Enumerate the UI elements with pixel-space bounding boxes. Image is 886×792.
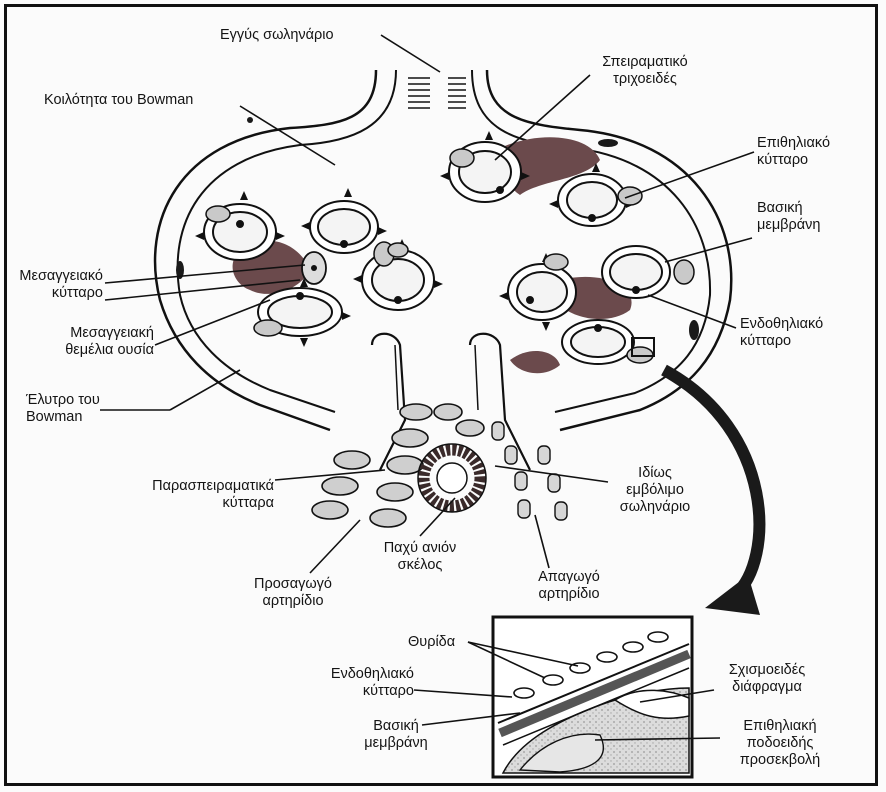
label-efferent-arteriole: Απαγωγό αρτηρίδιο — [514, 569, 624, 603]
label-glomerular-capillary: Σπειραματικό τριχοειδές — [580, 54, 710, 88]
capsule-nucleus — [689, 320, 699, 340]
capillary-loop — [562, 320, 634, 364]
capsule-nucleus — [247, 117, 253, 123]
inset-label-podocyte-foot-process: Επιθηλιακή ποδοειδής προσεκβολή — [722, 718, 838, 769]
label-proximal-tubule: Εγγύς σωληνάριο — [220, 27, 334, 44]
label-juxtaglomerular-cells: Παρασπειραματικά κύτταρα — [100, 478, 274, 512]
capsule-nucleus — [598, 139, 618, 147]
label-bowman-space: Κοιλότητα του Bowman — [44, 92, 193, 109]
label-basement-membrane: Βασική μεμβράνη — [757, 200, 820, 234]
capillary-loop — [508, 264, 576, 320]
afferent-arteriole-wall — [372, 334, 405, 470]
capillary-loop — [310, 201, 378, 253]
label-mesangial-matrix: Μεσαγγειακή θεμέλια ουσία — [8, 325, 154, 359]
brush-border — [408, 78, 466, 108]
bowman-capsule-outer-right — [487, 70, 731, 430]
label-endothelial-cell: Ενδοθηλιακό κύτταρο — [740, 316, 823, 350]
label-bowman-capsule: Έλυτρο του Bowman — [26, 392, 100, 426]
capillary-loop — [362, 250, 434, 310]
label-thick-ascending-limb: Παχύ ανιόν σκέλος — [365, 540, 475, 574]
label-afferent-arteriole: Προσαγωγό αρτηρίδιο — [238, 576, 348, 610]
mesangial-matrix — [510, 351, 560, 373]
capillary-loop — [602, 246, 670, 298]
inset-label-slit-diaphragm: Σχισμοειδές διάφραγμα — [712, 662, 822, 696]
inset-detail — [493, 617, 692, 777]
capillary-loop — [558, 174, 626, 226]
inset-label-basement-membrane: Βασική μεμβράνη — [356, 718, 436, 752]
inset-label-fenestra: Θυρίδα — [408, 634, 455, 651]
inset-label-endothelial-cell: Ενδοθηλιακό κύτταρο — [330, 666, 414, 700]
label-mesangial-cell: Μεσαγγειακό κύτταρο — [8, 268, 103, 302]
label-macula-densa: Ιδίως εμβόλιμο σωληνάριο — [600, 465, 710, 516]
label-epithelial-cell: Επιθηλιακό κύτταρο — [757, 135, 830, 169]
